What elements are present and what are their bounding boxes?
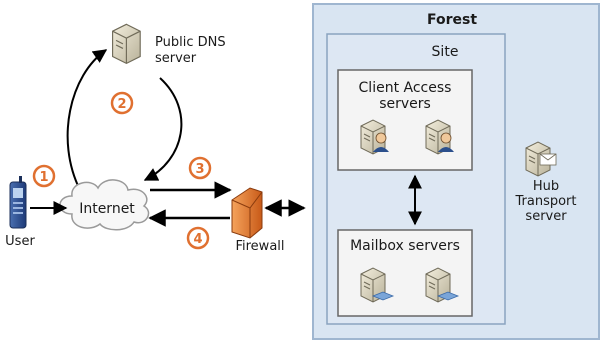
dns-label-line2: server	[155, 51, 197, 66]
hub-label-line3: server	[525, 209, 567, 224]
step-3-badge: 3	[188, 156, 212, 180]
client-access-title-line1: Client Access	[359, 80, 452, 96]
step-2-badge: 2	[110, 91, 134, 115]
step-4-number: 4	[193, 232, 202, 247]
dns-reply-arrow	[143, 77, 183, 181]
mailbox-servers-box	[337, 229, 473, 317]
step-2-number: 2	[117, 97, 126, 112]
forest-title: Forest	[427, 12, 477, 28]
hub-label-line2: Transport	[514, 194, 576, 209]
dns-label-line1: Public DNS	[155, 35, 226, 50]
user-label: User	[5, 234, 35, 249]
phone-icon	[9, 176, 27, 229]
hub-transport-icon	[525, 141, 557, 177]
firewall-icon	[231, 187, 263, 239]
user-server-icon	[360, 119, 389, 155]
step-1-number: 1	[39, 170, 48, 185]
internet-label: Internet	[79, 201, 135, 217]
firewall-label: Firewall	[235, 239, 284, 254]
step-3-number: 3	[195, 162, 204, 177]
hub-label-line1: Hub	[533, 179, 559, 194]
site-title: Site	[432, 44, 459, 60]
mailbox-server-icon	[425, 267, 460, 303]
mailbox-title: Mailbox servers	[350, 238, 460, 254]
step-4-badge: 4	[186, 226, 210, 250]
cloud-icon	[59, 179, 150, 231]
user-server-icon	[425, 119, 454, 155]
dns-server-icon	[112, 23, 141, 64]
dns-query-arrow	[66, 49, 108, 191]
step-1-badge: 1	[32, 164, 56, 188]
client-access-servers-box	[337, 69, 473, 171]
client-access-title-line2: servers	[379, 96, 431, 112]
mailbox-server-icon	[360, 267, 395, 303]
